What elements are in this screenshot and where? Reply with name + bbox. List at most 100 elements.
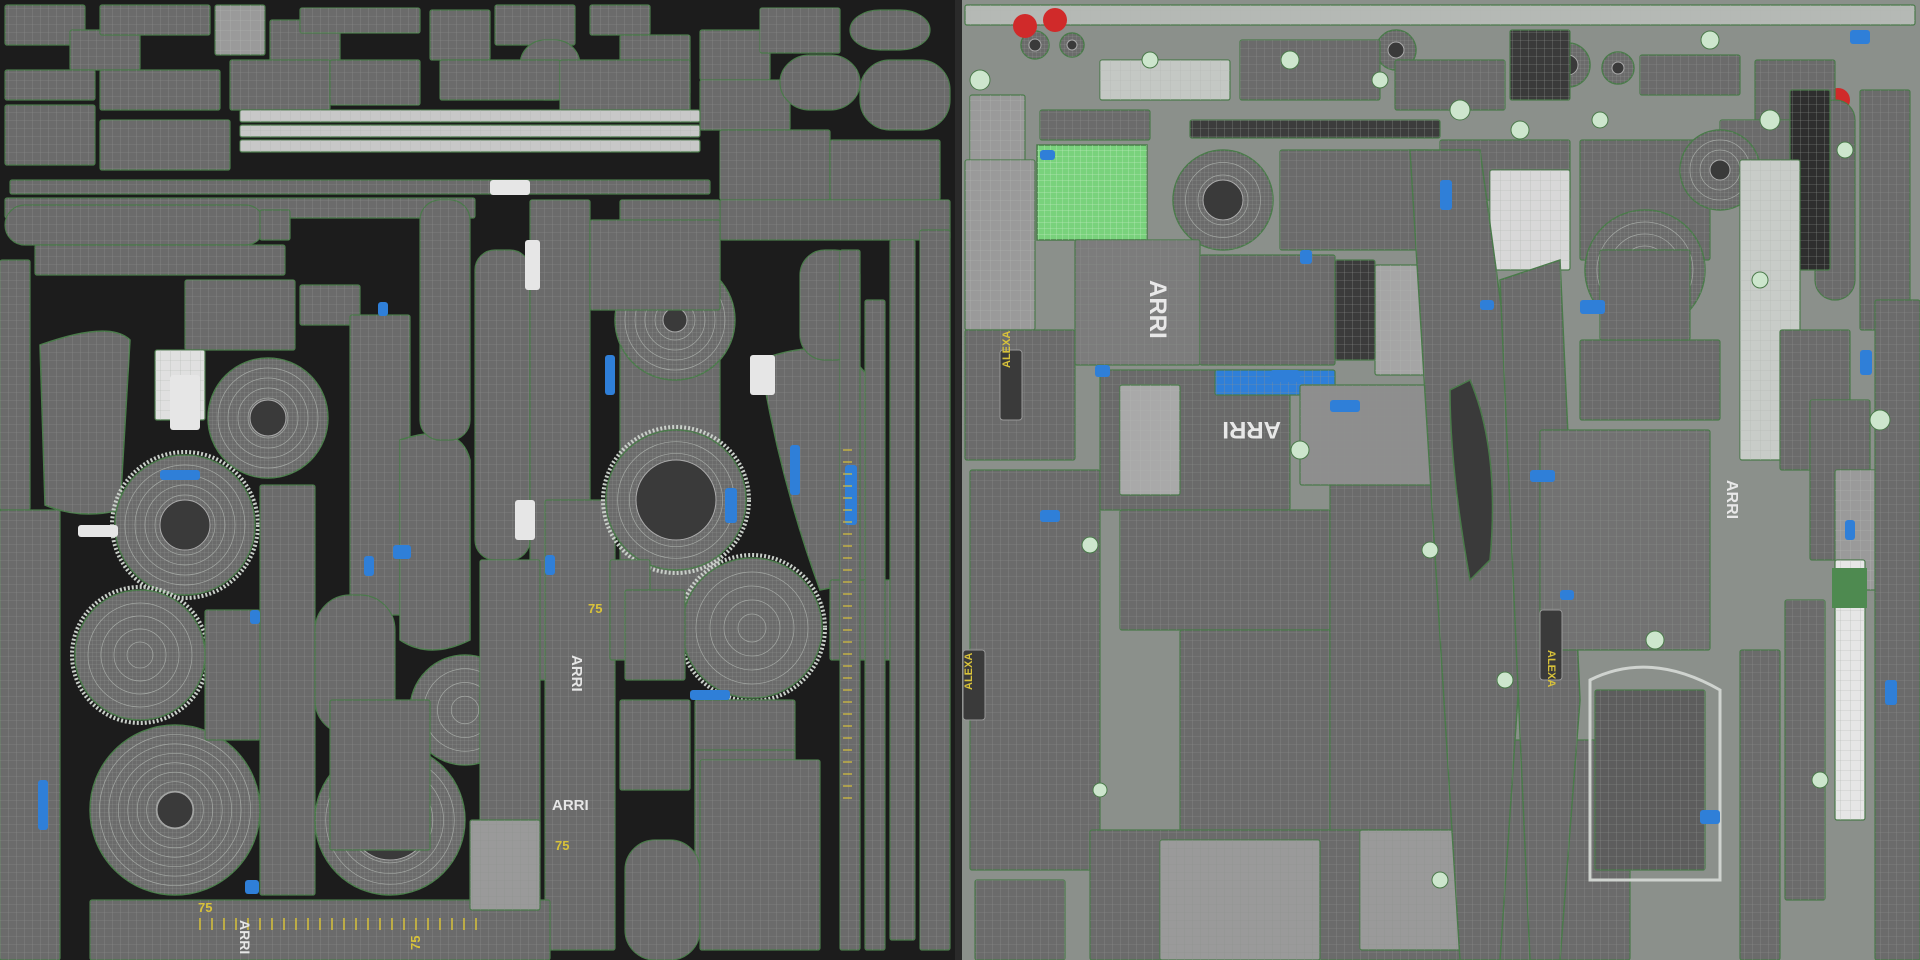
uv-wireframe bbox=[420, 200, 470, 440]
uv-wireframe bbox=[5, 105, 95, 165]
uv-wireframe bbox=[920, 230, 950, 950]
uv-wireframe bbox=[975, 880, 1065, 960]
panel-divider bbox=[955, 0, 962, 960]
uv-wireframe bbox=[1180, 630, 1330, 840]
alexa-badge-plate bbox=[1539, 609, 1563, 681]
blue-marker bbox=[545, 555, 555, 575]
green-blob bbox=[1496, 671, 1514, 689]
uv-wireframe bbox=[330, 60, 420, 105]
blue-marker bbox=[1040, 150, 1055, 160]
uv-wireframe bbox=[1075, 240, 1200, 365]
alexa-badge-plate bbox=[962, 649, 986, 721]
uv-wireframe bbox=[205, 610, 260, 740]
blue-marker bbox=[1440, 180, 1452, 210]
blue-marker bbox=[1700, 810, 1720, 824]
arri-logo-lens: ARRI bbox=[568, 655, 585, 692]
focus-mark-75: 75 bbox=[588, 601, 602, 616]
uv-hub bbox=[1202, 179, 1244, 221]
alexa-badge: ALEXA bbox=[963, 653, 975, 690]
uv-wireframe bbox=[260, 485, 315, 895]
uv-wireframe bbox=[830, 140, 940, 200]
white-pad bbox=[170, 375, 200, 430]
uv-wireframe bbox=[240, 140, 700, 152]
uv-ring-line bbox=[108, 743, 242, 877]
blue-marker bbox=[1845, 520, 1855, 540]
blue-marker bbox=[1270, 370, 1300, 382]
green-blob bbox=[1836, 141, 1854, 159]
uv-wireframe bbox=[5, 70, 95, 100]
arri-logo-body-side: ARRI bbox=[1144, 280, 1171, 339]
uv-wireframe bbox=[185, 280, 295, 350]
uv-wireframe bbox=[1040, 110, 1150, 140]
uv-wireframe bbox=[1120, 385, 1180, 495]
uv-ring-line bbox=[628, 452, 724, 548]
uv-ring-line bbox=[144, 484, 226, 566]
uv-hub bbox=[662, 307, 688, 333]
blue-marker bbox=[605, 355, 615, 395]
uv-ring-line bbox=[723, 599, 781, 657]
uv-wireframe bbox=[965, 5, 1915, 25]
uv-wireframe bbox=[700, 80, 790, 130]
right-uv-islands bbox=[962, 4, 1920, 960]
uv-hub bbox=[1709, 159, 1731, 181]
left-uv-islands bbox=[0, 4, 951, 960]
blue-marker bbox=[1300, 250, 1312, 264]
uv-wireframe bbox=[1510, 30, 1570, 100]
uv-ring-line bbox=[247, 397, 289, 439]
uv-ring-line bbox=[217, 367, 319, 469]
gear-teeth bbox=[601, 425, 751, 575]
uv-wireframe bbox=[1595, 690, 1705, 870]
uv-wireframe bbox=[1740, 650, 1780, 960]
uv-wireframe bbox=[5, 205, 265, 245]
uv-wireframe bbox=[1875, 300, 1920, 960]
uv-wireframe bbox=[475, 250, 530, 560]
uv-wireframe bbox=[240, 110, 700, 122]
uv-ring-line bbox=[154, 494, 216, 556]
uv-wireframe bbox=[1540, 430, 1710, 650]
uv-ring-line bbox=[155, 790, 195, 830]
uv-wireframe bbox=[970, 470, 1100, 870]
uv-wireframe bbox=[1100, 60, 1230, 100]
blue-marker bbox=[690, 690, 730, 700]
focus-mark-75: 75 bbox=[408, 936, 423, 950]
uv-ring-line bbox=[127, 762, 223, 858]
blue-marker bbox=[1330, 400, 1360, 412]
uv-wireframe bbox=[1835, 560, 1865, 820]
green-blob bbox=[1371, 71, 1389, 89]
uv-wireframe bbox=[1335, 260, 1375, 360]
uv-wireframe bbox=[470, 820, 540, 910]
white-pad bbox=[515, 500, 535, 540]
uv-wireframe bbox=[100, 70, 220, 110]
uv-wireframe bbox=[720, 130, 830, 200]
green-blob bbox=[1449, 99, 1471, 121]
blue-marker bbox=[790, 445, 800, 495]
uv-outline bbox=[1588, 665, 1722, 882]
uv-ring-line bbox=[126, 641, 154, 669]
blue-marker bbox=[250, 610, 260, 624]
uv-wireframe bbox=[720, 200, 950, 240]
uv-hub bbox=[635, 459, 717, 541]
blue-marker bbox=[1040, 510, 1060, 522]
uv-wireframe bbox=[865, 300, 885, 950]
uv-wireframe bbox=[682, 558, 822, 698]
blue-marker bbox=[393, 545, 411, 559]
uv-wireframe bbox=[760, 8, 840, 53]
green-blob bbox=[1280, 50, 1300, 70]
uv-wireframe bbox=[1120, 510, 1330, 630]
uv-wireframe bbox=[1200, 255, 1335, 365]
uv-wireframe bbox=[0, 510, 60, 960]
uv-wireframe bbox=[100, 120, 230, 170]
uv-wireframe bbox=[625, 590, 685, 680]
blue-marker bbox=[1530, 470, 1555, 482]
uv-island-arc bbox=[1449, 378, 1494, 582]
uv-wireframe bbox=[620, 700, 690, 790]
arri-logo-ring: ARRI bbox=[237, 920, 253, 954]
uv-wireframe bbox=[330, 700, 430, 850]
uv-wireframe bbox=[1037, 145, 1147, 240]
uv-hub bbox=[249, 399, 287, 437]
uv-wireframe bbox=[1190, 120, 1440, 138]
uv-wireframe bbox=[780, 55, 860, 110]
uv-wireframe bbox=[840, 250, 860, 950]
uv-ring-line bbox=[99, 734, 251, 886]
